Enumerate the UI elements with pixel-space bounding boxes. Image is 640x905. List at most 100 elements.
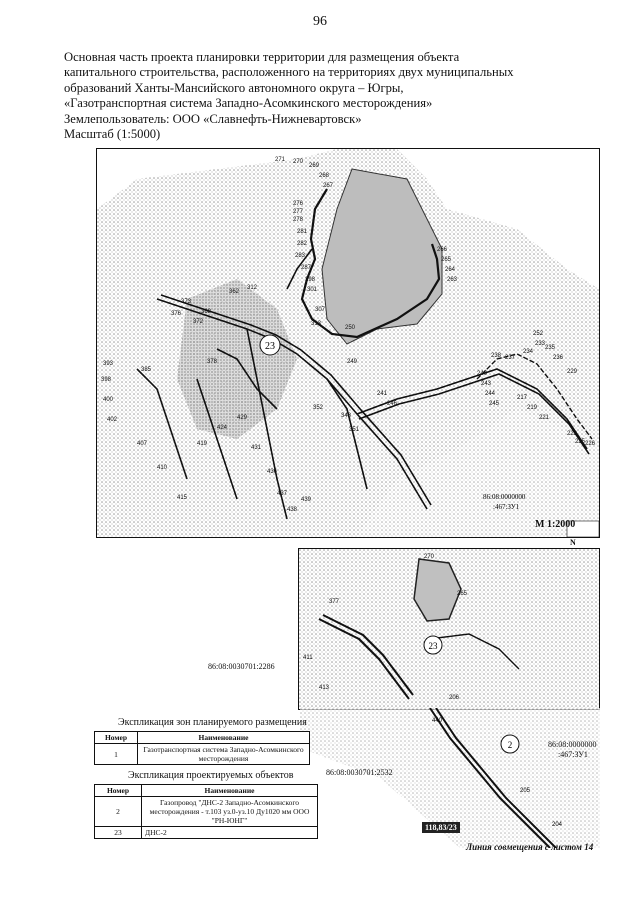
point-label: 307 (315, 307, 326, 313)
col-name: Наименование (141, 784, 318, 797)
explication-zones-table: Номер Наименование 1 Газотранспортная си… (94, 731, 310, 765)
point-label: 250 (345, 325, 356, 331)
point-label: 410 (157, 465, 168, 471)
point-label: 348 (341, 413, 352, 419)
object-marker-2 (500, 734, 520, 754)
point-label: 437 (277, 491, 288, 497)
header-line-5: Землепользователь: ООО «Славнефть-Нижнев… (64, 111, 362, 126)
point-label: 252 (533, 331, 544, 337)
document-header: Основная часть проекта планировки террит… (64, 50, 584, 142)
point-label: 234 (523, 349, 534, 355)
point-label: 372 (193, 319, 204, 325)
point-label: 268 (319, 173, 330, 179)
inset-zone-marker (423, 635, 443, 655)
inset-map-drawing: 23 270 265 377 206 413 411 (299, 549, 599, 709)
point-label: 237 (505, 355, 516, 361)
cadastral-bottom: 86:08:0030701:2532 (326, 768, 393, 777)
point-label: 236 (553, 355, 564, 361)
terrain-lower (337, 369, 599, 537)
point-label: 402 (107, 417, 118, 423)
point-label: 283 (295, 253, 306, 259)
header-line-4: «Газотранспортная система Западно-Асомки… (64, 96, 433, 111)
inset-label: 440 (432, 718, 443, 724)
point-label: 373 (181, 299, 192, 305)
point-label: 351 (349, 427, 360, 433)
pipelines (136, 248, 590, 520)
point-label: 431 (251, 445, 262, 451)
explication-objects-title: Экспликация проектируемых объектов (128, 770, 294, 781)
point-label: 267 (323, 183, 334, 189)
point-label: 263 (447, 277, 458, 283)
object-marker-label: 2 (508, 740, 513, 750)
inset-label: 413 (319, 685, 330, 691)
point-label: 233 (535, 341, 546, 347)
point-label: 282 (297, 241, 308, 247)
point-label: 352 (313, 405, 324, 411)
table-row: 2 Газопровод "ДНС-2 Западно-Асомкинского… (94, 796, 318, 827)
inset-label: 265 (457, 591, 468, 597)
point-label: 249 (347, 359, 358, 365)
page-number: 96 (313, 14, 327, 29)
point-label: 245 (489, 401, 500, 407)
lower-pipeline-2 (435, 708, 557, 848)
zone-marker-label: 23 (265, 341, 275, 352)
point-label: 278 (293, 217, 304, 223)
table-row: 23 ДНС-2 (94, 826, 318, 839)
inset-label: 411 (303, 655, 313, 661)
zone-marker-23 (259, 334, 281, 356)
point-label: 312 (247, 285, 258, 291)
point-label: 244 (485, 391, 496, 397)
sheet-join-note: Линия совмещения с листом 14 (466, 842, 594, 852)
inset-label: 270 (424, 554, 435, 560)
point-label: 235 (545, 345, 556, 351)
inset-map: 23 270 265 377 206 413 411 (298, 548, 600, 710)
cadastral-right-2: :467:ЗУ1 (558, 750, 588, 759)
point-label: 376 (171, 311, 182, 317)
point-label: 270 (293, 159, 304, 165)
point-label: 378 (207, 359, 218, 365)
point-label: 229 (567, 369, 578, 375)
point-label: 407 (137, 441, 148, 447)
point-label: 266 (437, 247, 448, 253)
point-label: 301 (307, 287, 318, 293)
cadastral-right: 86:08:0000000 (548, 740, 597, 749)
point-label: 221 (539, 415, 550, 421)
point-label: 243 (481, 381, 492, 387)
inset-zone (413, 558, 462, 622)
point-label: 225 (575, 439, 586, 445)
point-label: 398 (101, 377, 112, 383)
point-label: 276 (293, 201, 304, 207)
point-label: 393 (103, 361, 114, 367)
row-name: Газотранспортная система Западно-Асомкин… (137, 743, 310, 765)
point-label: 287 (301, 265, 312, 271)
lower-map-drawing: 2 440 205 204 (300, 708, 600, 848)
point-label: 439 (301, 497, 312, 503)
col-number: Номер (94, 784, 142, 797)
cadastral-left: 86:08:0030701:2286 (208, 662, 275, 671)
point-labels: 271 270 269 268 267 266 265 264 263 276 … (101, 157, 596, 513)
point-label: 438 (287, 507, 298, 513)
inset-pipeline-east (428, 633, 520, 670)
point-label: 241 (377, 391, 388, 397)
header-line-6: Масштаб (1:5000) (64, 127, 161, 142)
inset-label: 377 (329, 599, 340, 605)
point-label: 281 (297, 229, 308, 235)
inset-label: 204 (552, 822, 563, 828)
header-line-3: образований Ханты-Мансийского автономног… (64, 80, 404, 95)
highlight-tag: 118,83/23 (422, 822, 460, 833)
point-label: 277 (293, 209, 304, 215)
explication-objects-table: Номер Наименование 2 Газопровод "ДНС-2 З… (94, 784, 318, 839)
point-label: 385 (141, 367, 152, 373)
point-label: 246 (387, 401, 398, 407)
pipeline-branch-right (476, 353, 593, 440)
inset-label: 205 (520, 788, 531, 794)
point-label: 219 (527, 405, 538, 411)
point-label: 298 (305, 277, 316, 283)
point-label: 264 (445, 267, 456, 273)
cadastral-top: 86:08:0000000 (483, 493, 526, 501)
main-map: 23 271 270 269 268 267 266 265 264 263 2… (96, 148, 600, 538)
planning-boundary (300, 188, 441, 339)
inset-pipeline (322, 614, 414, 696)
row-name: ДНС-2 (141, 826, 318, 839)
point-label: 362 (229, 289, 240, 295)
